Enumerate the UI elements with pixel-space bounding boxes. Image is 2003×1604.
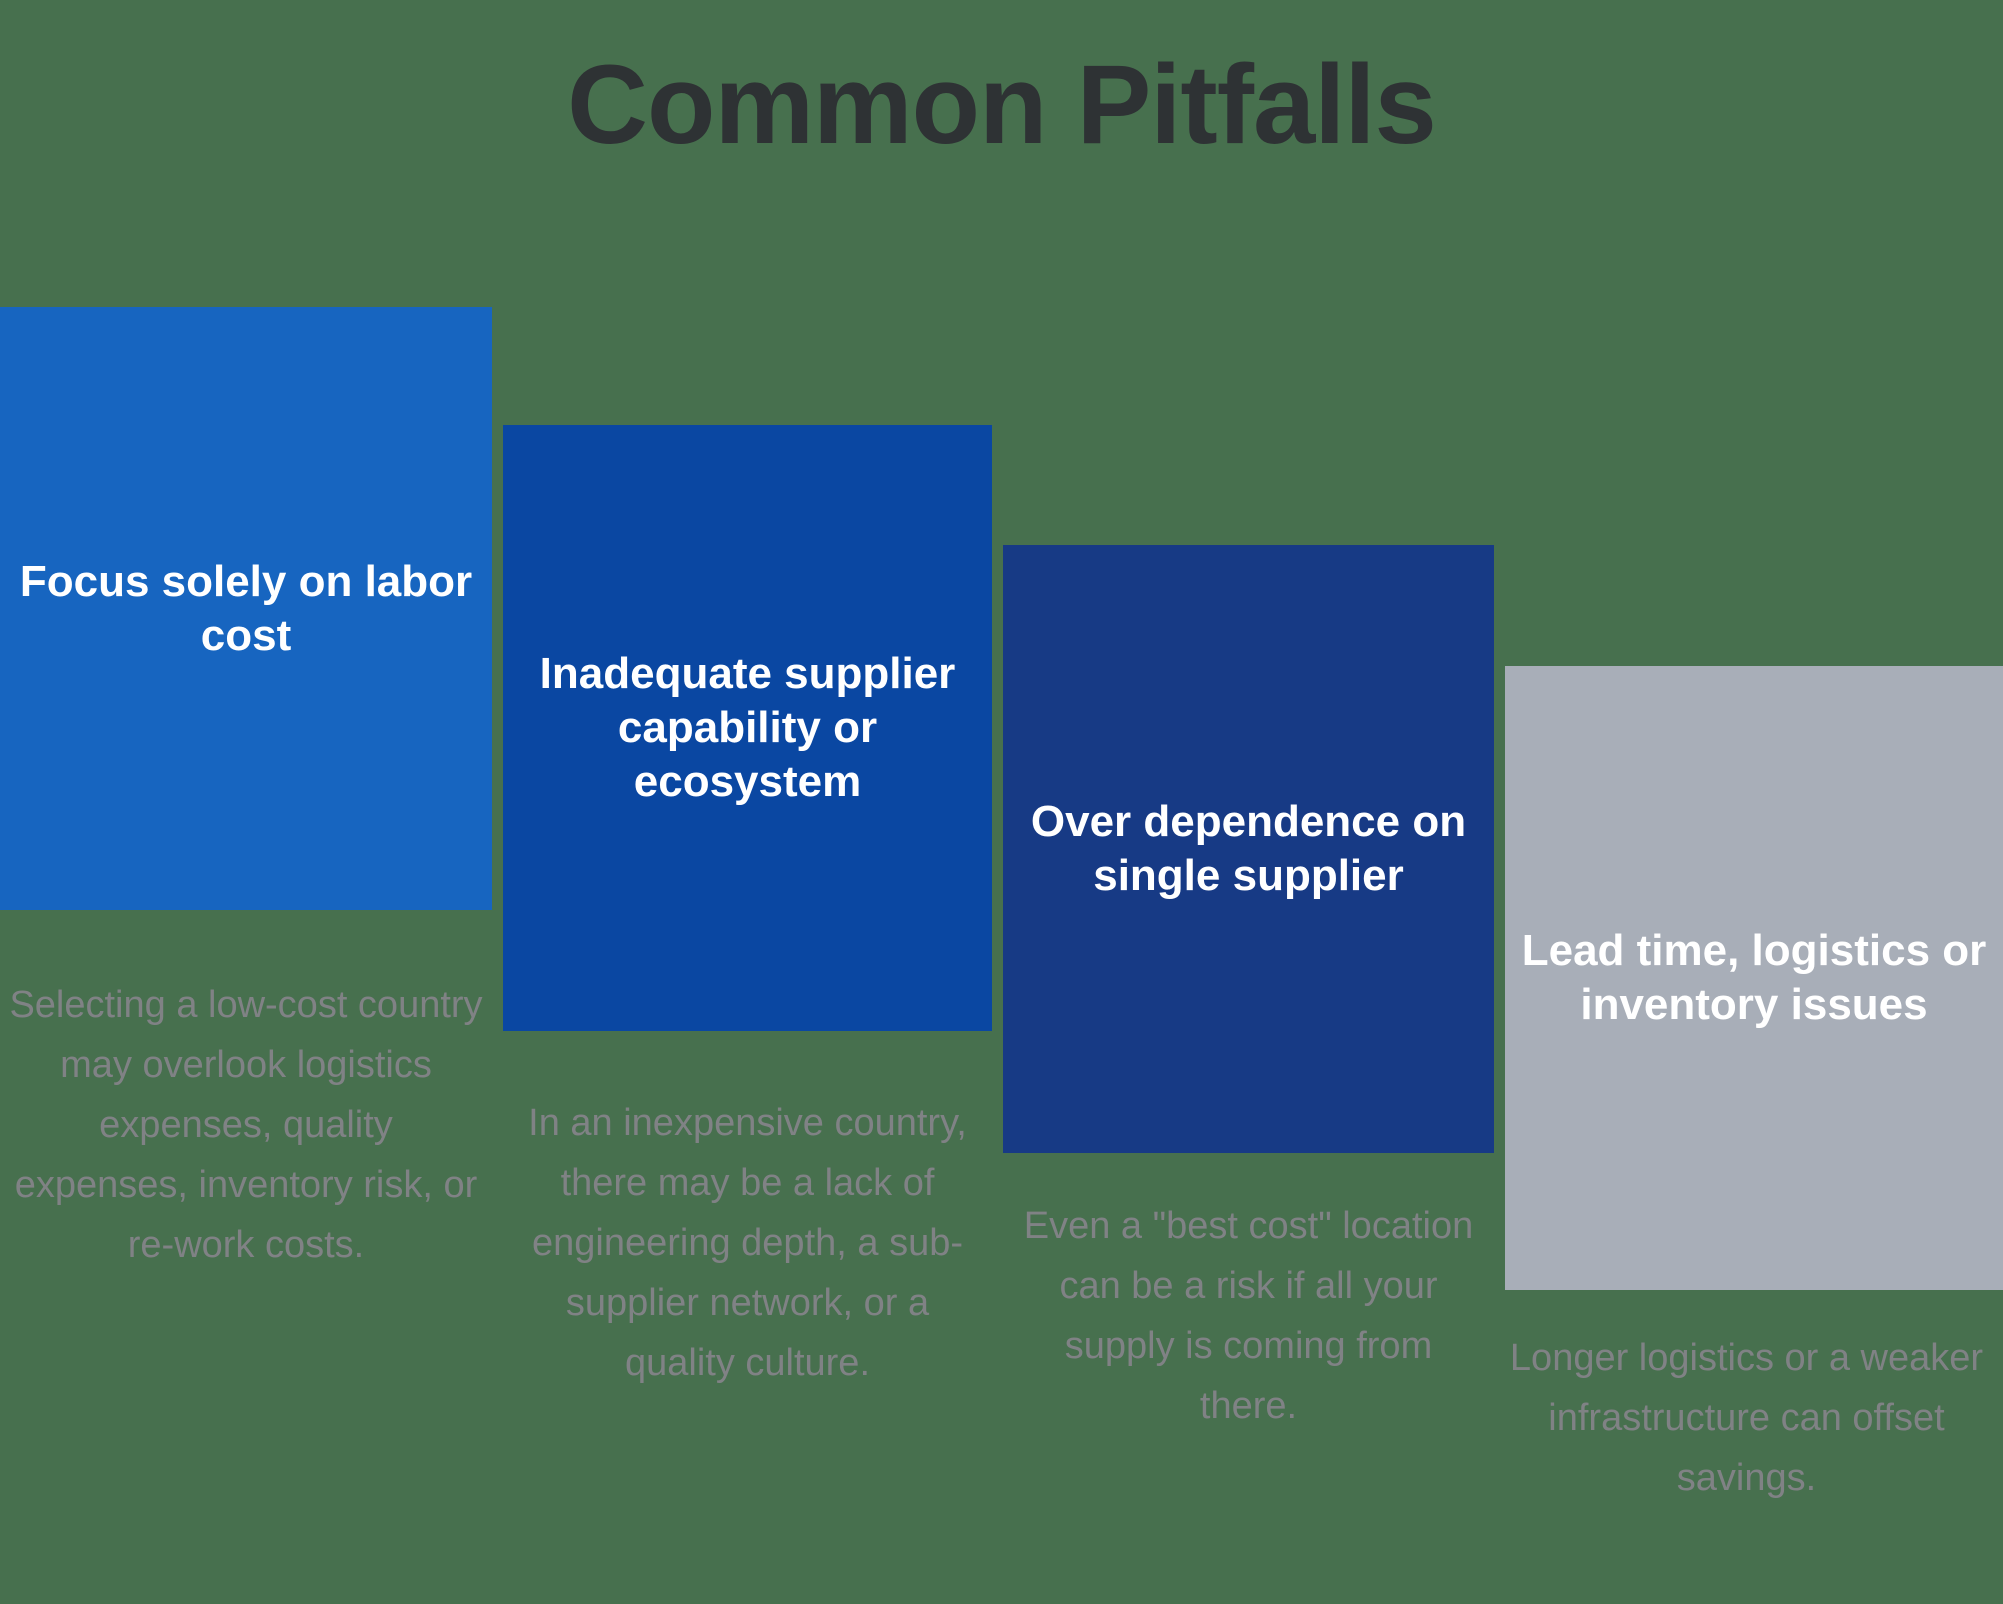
pitfall-description-2: In an inexpensive country, there may be …: [528, 1102, 967, 1385]
pitfall-heading-4: Lead time, logistics or inventory issues: [1521, 926, 1987, 1029]
pitfall-heading-1: Focus solely on labor cost: [19, 556, 473, 660]
pitfall-card-2: Inadequate supplier capability or ecosys…: [503, 425, 992, 1031]
pitfall-card-1: Focus solely on labor cost: [0, 307, 492, 910]
pitfall-heading-3: Over dependence on single supplier: [1030, 797, 1467, 900]
pitfall-card-3: Over dependence on single supplier: [1003, 545, 1494, 1153]
pitfall-heading-2: Inadequate supplier capability or ecosys…: [539, 649, 956, 806]
pitfall-description-3: Even a "best cost" location can be a ris…: [1023, 1205, 1474, 1428]
page-title: Common Pitfalls: [567, 42, 1437, 167]
pitfall-description-4: Longer logistics or a weaker infrastruct…: [1509, 1337, 1984, 1500]
pitfall-description-1: Selecting a low-cost country may overloo…: [9, 984, 483, 1267]
pitfall-card-4: Lead time, logistics or inventory issues: [1505, 666, 2003, 1290]
